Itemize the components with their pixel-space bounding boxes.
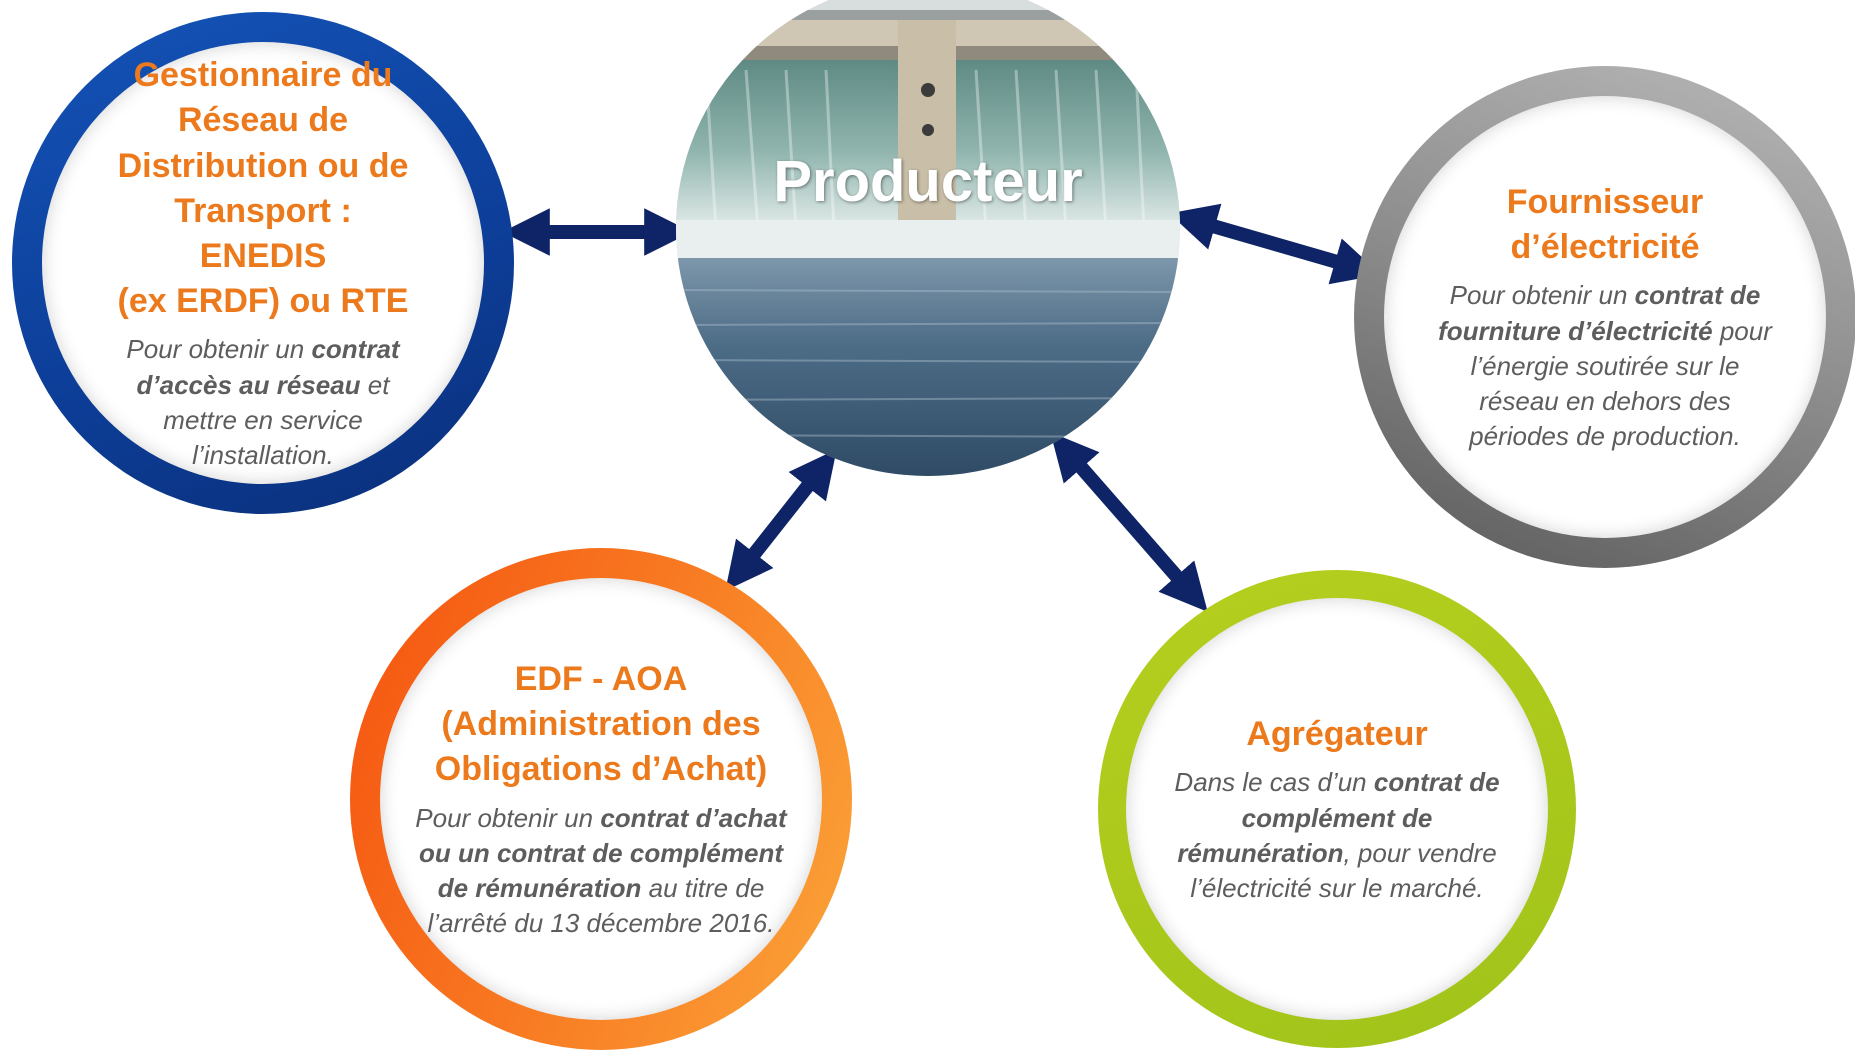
desc-bold: contrat de complément de rémunération	[1177, 767, 1500, 868]
desc-bold: contrat d’accès au réseau	[136, 334, 400, 400]
node-edf-aoa-body: EDF - AOA (Administration des Obligation…	[380, 578, 822, 1020]
title-line: EDF - AOA	[514, 659, 688, 698]
node-edf-aoa-description: Pour obtenir un contrat d’achat ou un co…	[410, 801, 792, 941]
title-line: (Administration des	[441, 705, 761, 744]
desc-text: au titre de l’arrêté du 13 décembre 2016…	[427, 872, 775, 938]
title-line: Gestionnaire du	[133, 56, 393, 95]
arrow-producteur-edf	[725, 449, 837, 591]
node-edf-aoa-title: EDF - AOA (Administration des Obligation…	[435, 657, 767, 793]
title-line: Fournisseur	[1506, 183, 1704, 222]
desc-text: , pour vendre l’électricité sur le march…	[1190, 837, 1497, 903]
producteur-node: Producteur	[676, 0, 1180, 476]
node-agregateur-body: Agrégateur Dans le cas d’un contrat de c…	[1126, 598, 1548, 1020]
title-line: Distribution ou de	[117, 146, 409, 185]
dam-photo	[676, 0, 1180, 476]
title-line: Agrégateur	[1246, 715, 1428, 754]
title-line: Réseau de	[177, 101, 349, 140]
title-line: (ex ERDF) ou RTE	[117, 282, 409, 321]
node-fournisseur-title: Fournisseur d’électricité	[1507, 180, 1703, 270]
node-grd: Gestionnaire du Réseau de Distribution o…	[12, 12, 514, 514]
node-agregateur-title: Agrégateur	[1246, 712, 1427, 757]
node-fournisseur: Fournisseur d’électricité Pour obtenir u…	[1354, 66, 1855, 568]
desc-text: Dans le cas d’un	[1174, 767, 1374, 798]
desc-text: Pour obtenir un	[1449, 280, 1635, 311]
node-grd-body: Gestionnaire du Réseau de Distribution o…	[42, 42, 484, 484]
producteur-label: Producteur	[773, 149, 1083, 214]
arrow-producteur-fournisseur	[1169, 203, 1381, 285]
title-line: d’électricité	[1510, 228, 1700, 267]
desc-text: Pour obtenir un	[415, 802, 601, 833]
node-fournisseur-description: Pour obtenir un contrat de fourniture d’…	[1430, 278, 1780, 453]
node-agregateur-description: Dans le cas d’un contrat de complément d…	[1170, 765, 1504, 905]
node-fournisseur-body: Fournisseur d’électricité Pour obtenir u…	[1384, 96, 1826, 538]
desc-bold: contrat de fourniture d’électricité	[1438, 280, 1761, 346]
node-grd-title: Gestionnaire du Réseau de Distribution o…	[112, 53, 414, 324]
title-line: Obligations d’Achat)	[434, 750, 768, 789]
desc-text: pour l’énergie soutirée sur le réseau en…	[1469, 315, 1772, 451]
node-agregateur: Agrégateur Dans le cas d’un contrat de c…	[1098, 570, 1576, 1048]
node-edf-aoa: EDF - AOA (Administration des Obligation…	[350, 548, 852, 1050]
desc-bold: contrat d’achat ou un contrat de complém…	[418, 802, 787, 903]
desc-text: Pour obtenir un	[126, 334, 312, 365]
desc-text: et mettre en service l’installation.	[163, 369, 390, 470]
title-line: Transport : ENEDIS	[174, 191, 352, 276]
node-grd-description: Pour obtenir un contrat d’accès au résea…	[112, 332, 414, 472]
